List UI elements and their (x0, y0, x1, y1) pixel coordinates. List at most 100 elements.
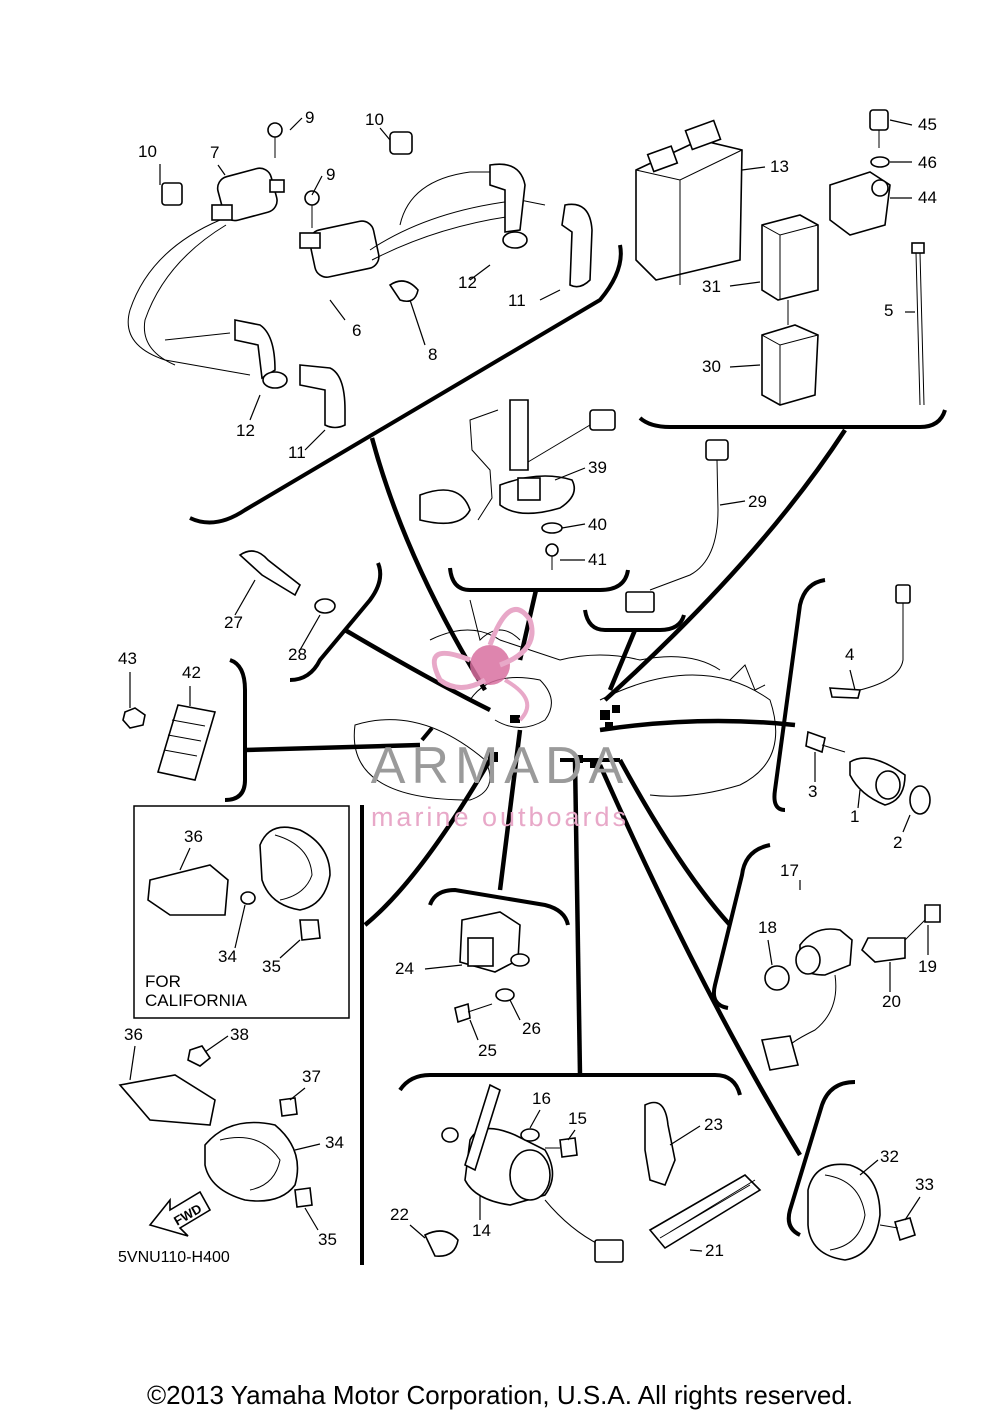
ignition-coil-group (127, 122, 593, 429)
leader-line-18 (767, 939, 773, 966)
fwd-arrow: FWD (148, 1190, 212, 1237)
callout-32: 32 (880, 1147, 899, 1166)
motorcycle-outline (353, 599, 777, 801)
california-note-line2: CALIFORNIA (145, 991, 248, 1010)
leader-line-34 (294, 1143, 321, 1151)
callout-24: 24 (395, 959, 414, 978)
leader-line-11 (304, 429, 326, 451)
callout-42: 42 (182, 663, 201, 682)
california-horn-group (133, 805, 350, 1019)
callout-35: 35 (318, 1230, 337, 1249)
callout-3: 3 (808, 782, 817, 801)
callout-25: 25 (478, 1041, 497, 1060)
leader-line-38 (204, 1035, 229, 1053)
leader-line-13 (741, 166, 766, 171)
map-sensor-group (454, 911, 530, 1024)
leader-line-23 (669, 1125, 701, 1146)
callout-12: 12 (458, 273, 477, 292)
leader-line-26 (509, 999, 521, 1021)
leader-line-6 (329, 299, 346, 321)
callout-40: 40 (588, 515, 607, 534)
leader-line-2 (902, 814, 911, 833)
horn-right-group (807, 1163, 916, 1261)
diagram-code: 5VNU110-H400 (118, 1249, 230, 1266)
leader-line-12 (469, 264, 491, 281)
callout-34: 34 (325, 1133, 344, 1152)
callout-30: 30 (702, 357, 721, 376)
reflector-group (122, 704, 217, 781)
callout-20: 20 (882, 992, 901, 1011)
leader-line-9 (289, 117, 303, 131)
leader-line-25 (469, 1019, 479, 1041)
callout-44: 44 (918, 188, 937, 207)
callout-45: 45 (918, 115, 937, 134)
callout-39: 39 (588, 458, 607, 477)
callout-35: 35 (262, 957, 281, 976)
callout-34: 34 (218, 947, 237, 966)
callout-37: 37 (302, 1067, 321, 1086)
callout-19: 19 (918, 957, 937, 976)
callout-26: 26 (522, 1019, 541, 1038)
callout-12: 12 (236, 421, 255, 440)
leader-line-35 (279, 939, 301, 959)
callout-22: 22 (390, 1205, 409, 1224)
leader-line-31 (729, 281, 761, 287)
copyright-notice: ©2013 Yamaha Motor Corporation, U.S.A. A… (146, 1380, 854, 1410)
callout-31: 31 (702, 277, 721, 296)
callout-23: 23 (704, 1115, 723, 1134)
leader-line-16 (529, 1109, 541, 1129)
leader-line-34 (234, 904, 246, 949)
callout-27: 27 (224, 613, 243, 632)
callout-33: 33 (915, 1175, 934, 1194)
leader-line-24 (424, 964, 463, 970)
leader-line-35 (304, 1207, 319, 1231)
leader-line-4 (849, 669, 856, 691)
leader-line-45 (889, 119, 913, 126)
watermark-brand: ARMADA (371, 737, 629, 795)
california-note-line1: FOR (145, 972, 181, 991)
leader-line-22 (409, 1224, 426, 1239)
crank-sensor-group (760, 904, 941, 1071)
leader-line-36 (179, 847, 191, 871)
temp-sensor-group (238, 550, 336, 614)
leader-line-37 (289, 1087, 306, 1101)
callout-15: 15 (568, 1109, 587, 1128)
sub-lead-group (625, 439, 729, 613)
callout-46: 46 (918, 153, 937, 172)
watermark: ARMADA marine outboards (371, 606, 629, 832)
callout-9: 9 (326, 165, 335, 184)
leader-line-15 (567, 1129, 576, 1141)
horn-left-group (118, 1045, 313, 1208)
leader-line-39 (554, 467, 586, 481)
callout-11: 11 (508, 291, 526, 310)
callout-36: 36 (184, 827, 203, 846)
callout-29: 29 (748, 492, 767, 511)
callout-38: 38 (230, 1025, 249, 1044)
callout-36: 36 (124, 1025, 143, 1044)
callout-10: 10 (365, 110, 384, 129)
callout-16: 16 (532, 1089, 551, 1108)
callout-7: 7 (210, 143, 219, 162)
callout-10: 10 (138, 142, 157, 161)
ecu-group (635, 109, 925, 406)
callout-4: 4 (845, 645, 854, 664)
leader-line-21 (689, 1249, 703, 1252)
leader-line-40 (561, 523, 586, 529)
callout-11: 11 (288, 443, 306, 462)
callout-2: 2 (893, 833, 902, 852)
watermark-tagline: marine outboards (371, 802, 629, 832)
leader-line-29 (719, 500, 746, 506)
callout-8: 8 (428, 345, 437, 364)
leader-line-32 (859, 1159, 879, 1176)
callout-18: 18 (758, 918, 777, 937)
leader-line-7 (217, 164, 226, 176)
leader-line-28 (299, 614, 321, 651)
starter-motor-group (423, 1083, 762, 1263)
leader-line-10 (379, 127, 391, 141)
main-switch-group (805, 584, 931, 815)
callout-28: 28 (288, 645, 307, 664)
fuel-sender-group (419, 399, 616, 570)
leader-line-1 (857, 789, 861, 809)
